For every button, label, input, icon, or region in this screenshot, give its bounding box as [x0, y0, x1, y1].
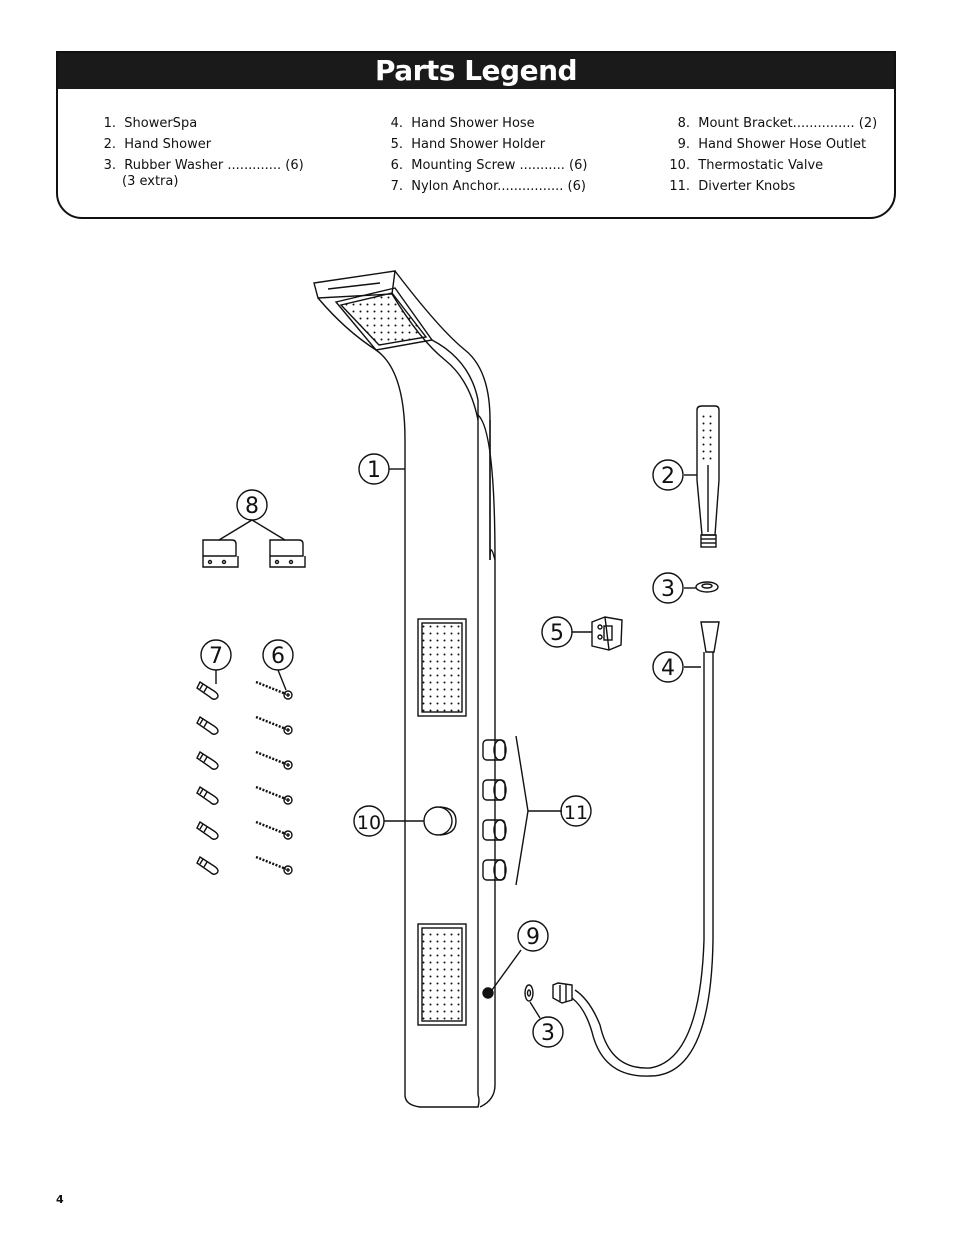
mounting-screws: [255, 680, 293, 875]
svg-text:4: 4: [661, 656, 675, 681]
hand-shower-holder: [591, 616, 623, 651]
legend-column-1: 1. ShowerSpa 2. Hand Shower 3. Rubber Wa…: [100, 113, 304, 190]
legend-item: 11. Diverter Knobs: [669, 179, 796, 194]
callout-6: 6: [262, 639, 294, 671]
svg-text:10: 10: [357, 812, 381, 834]
legend-column-3: 8. Mount Bracket............... (2) 9. H…: [666, 113, 877, 197]
callout-1: 1: [358, 453, 390, 485]
svg-text:1: 1: [367, 458, 381, 483]
parts-legend-box: Parts Legend 1. ShowerSpa 2. Hand Shower…: [56, 51, 896, 219]
legend-item: 3. Rubber Washer ............. (6): [103, 158, 304, 173]
nylon-anchors: [196, 680, 219, 875]
callout-8: 8: [236, 489, 268, 521]
rubber-washer: [695, 581, 719, 593]
legend-item-note: (3 extra): [122, 174, 179, 189]
svg-text:3: 3: [661, 577, 675, 602]
svg-text:6: 6: [271, 644, 285, 669]
legend-item: 7. Nylon Anchor................ (6): [390, 179, 586, 194]
mount-bracket: [202, 539, 239, 568]
legend-item: 8. Mount Bracket............... (2): [677, 116, 878, 131]
legend-title-bar: Parts Legend: [58, 53, 894, 89]
callout-11: 11: [560, 795, 592, 827]
legend-item: 6. Mounting Screw ........... (6): [390, 158, 588, 173]
leader-lines: [215, 468, 701, 1019]
svg-text:2: 2: [661, 464, 675, 489]
callout-3: 3: [532, 1016, 564, 1048]
callout-3: 3: [652, 572, 684, 604]
callout-9: 9: [517, 920, 549, 952]
legend-column-2: 4. Hand Shower Hose 5. Hand Shower Holde…: [387, 113, 588, 197]
svg-text:9: 9: [526, 925, 540, 950]
svg-text:8: 8: [245, 494, 259, 519]
legend-item: 9. Hand Shower Hose Outlet: [677, 137, 867, 152]
page-number: 4: [56, 1193, 64, 1206]
callout-4: 4: [652, 651, 684, 683]
hand-shower: [696, 405, 720, 548]
rubber-washer: [524, 984, 534, 1002]
callout-7: 7: [200, 639, 232, 671]
mount-bracket: [269, 539, 306, 568]
callouts: 1 2 3 4 5 8 7 6 10 11 9 3: [200, 453, 684, 1048]
legend-item: 4. Hand Shower Hose: [390, 116, 535, 131]
legend-item: 2. Hand Shower: [103, 137, 212, 152]
callout-2: 2: [652, 459, 684, 491]
callout-10: 10: [353, 805, 385, 837]
legend-item: 1. ShowerSpa: [103, 116, 198, 131]
page-title: Parts Legend: [374, 54, 578, 87]
svg-text:11: 11: [564, 802, 588, 824]
callout-5: 5: [541, 616, 573, 648]
hand-shower-hose: [552, 621, 720, 1077]
svg-text:5: 5: [550, 621, 564, 646]
diverter-knobs: [482, 739, 507, 881]
showerspa-panel: [313, 270, 507, 1108]
legend-item: 5. Hand Shower Holder: [390, 137, 546, 152]
svg-text:7: 7: [209, 644, 223, 669]
svg-text:3: 3: [541, 1021, 555, 1046]
legend-item: 10. Thermostatic Valve: [669, 158, 824, 173]
